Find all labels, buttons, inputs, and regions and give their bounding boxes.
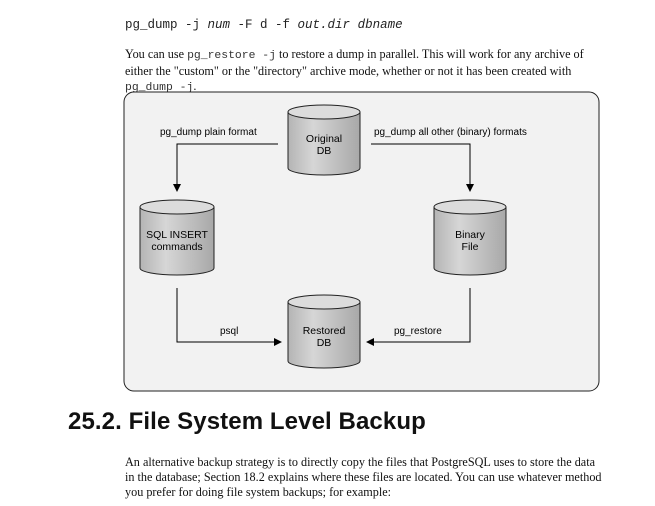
diagram-frame	[123, 91, 600, 392]
restored-db-label-line1: Restored	[303, 325, 346, 337]
sql-insert-label-line2: commands	[151, 241, 202, 253]
arrow-binary-format	[371, 143, 474, 192]
sql-insert-cylinder: SQL INSERT commands	[139, 199, 215, 276]
command-prefix: pg_dump -j	[125, 18, 208, 32]
para1-text-1: You can use	[125, 47, 188, 61]
binary-file-label-line2: File	[462, 241, 479, 253]
original-db-cylinder: Original DB	[287, 104, 361, 176]
command-line: pg_dump -j num -F d -f out.dir dbname	[125, 18, 403, 32]
command-dbname: dbname	[357, 18, 403, 32]
original-db-label-line1: Original	[306, 133, 342, 145]
parallel-restore-paragraph: You can use pg_restore -j to restore a d…	[125, 47, 605, 96]
para1-code-pg-dump: pg_dump -j	[125, 82, 194, 94]
binary-file-cylinder: Binary File	[433, 199, 507, 276]
section-heading: 25.2. File System Level Backup	[68, 408, 426, 435]
file-system-backup-paragraph: An alternative backup strategy is to dir…	[125, 455, 602, 499]
command-mid: -F d -f	[230, 18, 298, 32]
sql-insert-label-line1: SQL INSERT	[146, 229, 208, 241]
para1-text-2: to restore a dump in parallel. This will…	[125, 47, 584, 78]
original-db-label-line2: DB	[317, 145, 332, 157]
command-outdir: out.dir	[297, 18, 351, 32]
restored-db-label-line2: DB	[317, 337, 332, 349]
label-pg-restore: pg_restore	[394, 326, 442, 337]
restored-db-cylinder: Restored DB	[287, 294, 361, 369]
command-space	[350, 18, 358, 32]
arrow-pg-restore	[366, 288, 471, 346]
label-psql: psql	[220, 326, 238, 337]
backup-restore-diagram: Original DB SQL INSERT commands Binary F…	[123, 91, 600, 392]
label-pg-dump-plain: pg_dump plain format	[160, 127, 257, 138]
diagram-svg: Original DB SQL INSERT commands Binary F…	[123, 91, 600, 392]
label-pg-dump-binary: pg_dump all other (binary) formats	[374, 127, 527, 138]
arrow-psql	[176, 288, 282, 346]
command-num: num	[207, 18, 231, 32]
para1-text-3: .	[193, 79, 197, 93]
binary-file-label-line1: Binary	[455, 229, 486, 241]
para1-code-pg-restore: pg_restore -j	[187, 50, 276, 62]
arrow-plain-format	[173, 143, 278, 192]
